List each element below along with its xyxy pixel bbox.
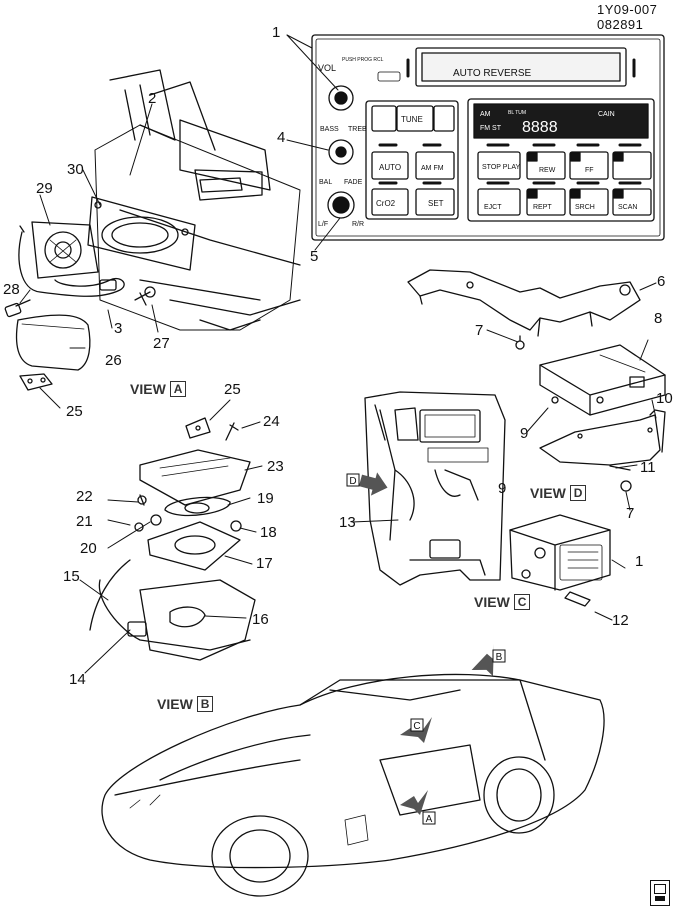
view-prefix: VIEW — [474, 594, 510, 610]
view-prefix: VIEW — [157, 696, 193, 712]
drawing-date: 082891 — [597, 17, 644, 32]
view-letter: A — [169, 381, 187, 397]
arrow-letter-c: C — [413, 721, 420, 732]
btn-scan: SCAN — [618, 204, 637, 211]
lcd-cain: CAIN — [598, 111, 615, 118]
btn-auto: AUTO — [379, 163, 401, 172]
page-icon — [650, 880, 670, 906]
view-label-a: VIEW A — [130, 381, 187, 397]
lcd-bltum: BL TUM — [508, 110, 526, 116]
callout-20: 20 — [80, 540, 97, 557]
callout-27: 27 — [153, 335, 170, 352]
callout-19: 19 — [257, 490, 274, 507]
fade-label: FADE — [344, 179, 363, 186]
callout-28: 28 — [3, 281, 20, 298]
callout-16: 16 — [252, 611, 269, 628]
display-label: AUTO REVERSE — [453, 68, 531, 79]
radio-receiver — [539, 344, 666, 416]
drawing-code: 1Y09-007 — [597, 2, 658, 17]
view-b-parts — [89, 417, 256, 661]
callout-5: 5 — [310, 248, 319, 265]
arrow-letter-a: A — [426, 814, 433, 825]
car-body — [101, 673, 605, 897]
view-prefix: VIEW — [530, 485, 566, 501]
callout-9-lower: 9 — [498, 480, 507, 497]
bass-label: BASS — [320, 126, 339, 133]
btn-cro2: CrO2 — [376, 199, 396, 208]
callout-15: 15 — [63, 568, 80, 585]
callout-6: 6 — [657, 273, 666, 290]
btn-set: SET — [428, 199, 444, 208]
btn-ejct: EJCT — [484, 204, 502, 211]
view-prefix: VIEW — [130, 381, 166, 397]
btn-rept: REPT — [533, 204, 552, 211]
callout-22: 22 — [76, 488, 93, 505]
callout-23: 23 — [267, 458, 284, 475]
callout-10: 10 — [656, 390, 673, 407]
view-letter: B — [196, 696, 214, 712]
arrow-letter-b: B — [496, 652, 503, 663]
rr-label: R/R — [352, 221, 364, 228]
callout-14: 14 — [69, 671, 86, 688]
callout-13: 13 — [339, 514, 356, 531]
callout-7: 7 — [475, 322, 484, 339]
callout-29: 29 — [36, 180, 53, 197]
push-label: PUSH PROG RCL — [342, 57, 384, 63]
view-label-b: VIEW B — [157, 696, 214, 712]
view-letter: D — [569, 485, 587, 501]
callout-24: 24 — [263, 413, 280, 430]
view-letter: C — [513, 594, 531, 610]
lcd-fm: FM ST — [480, 125, 502, 132]
callout-18: 18 — [260, 524, 277, 541]
view-label-c: VIEW C — [474, 594, 531, 610]
btn-rew: REW — [539, 167, 556, 174]
callout-26: 26 — [105, 352, 122, 369]
btn-tune: TUNE — [401, 115, 423, 124]
btn-stop: STOP PLAY — [482, 164, 520, 171]
lf-label: L/F — [318, 221, 328, 228]
callout-30: 30 — [67, 161, 84, 178]
vol-label: VOL — [318, 63, 336, 73]
callout-21: 21 — [76, 513, 93, 530]
callout-4: 4 — [277, 129, 286, 146]
lcd-time: 8888 — [522, 119, 558, 136]
radio-chassis-view-c — [509, 514, 611, 607]
radio-faceplate — [311, 34, 665, 241]
callout-2: 2 — [148, 90, 157, 107]
arrow-letter-d: D — [349, 476, 356, 487]
callout-25-top: 25 — [224, 381, 241, 398]
btn-srch: SRCH — [575, 204, 595, 211]
door-speaker-assembly — [4, 69, 301, 391]
lcd-am: AM — [480, 111, 491, 118]
radio-bracket — [407, 269, 641, 350]
leader-lines — [19, 34, 657, 674]
callout-1: 1 — [272, 24, 281, 41]
mount-bracket-10 — [539, 409, 666, 492]
callout-17: 17 — [256, 555, 273, 572]
callout-1-lower: 1 — [635, 553, 644, 570]
callout-8: 8 — [654, 310, 663, 327]
treb-label: TREB — [348, 126, 367, 133]
callout-11: 11 — [640, 459, 656, 476]
view-label-d: VIEW D — [530, 485, 587, 501]
btn-amfm: AM FM — [421, 165, 444, 172]
callout-7-lower: 7 — [626, 505, 635, 522]
callout-12: 12 — [612, 612, 629, 629]
callout-25-bottom: 25 — [66, 403, 83, 420]
callout-9: 9 — [520, 425, 529, 442]
instrument-panel-view-d — [364, 391, 506, 586]
callout-3: 3 — [114, 320, 123, 337]
bal-label: BAL — [319, 179, 332, 186]
btn-ff: FF — [585, 167, 594, 174]
